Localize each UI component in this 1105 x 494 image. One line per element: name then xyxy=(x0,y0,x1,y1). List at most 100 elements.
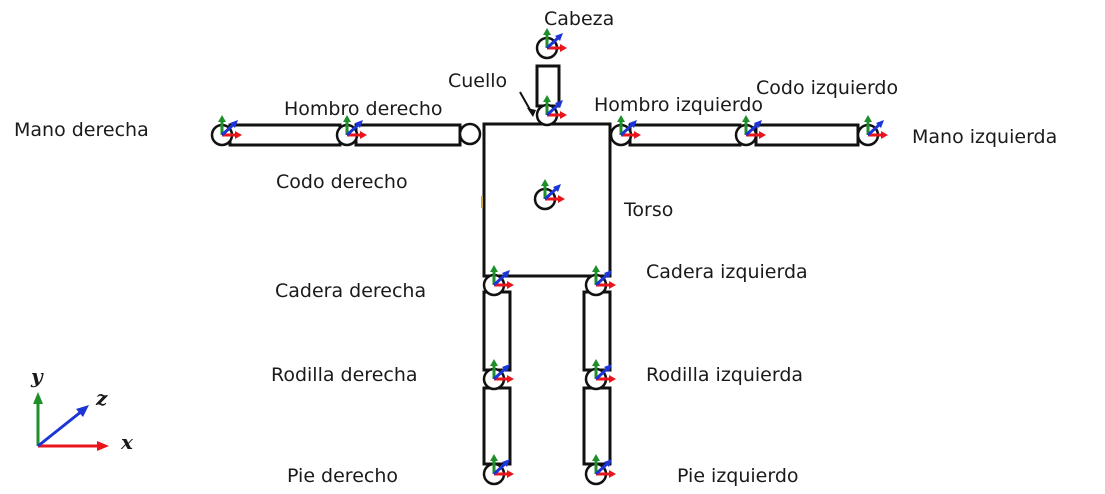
joint-hip-left xyxy=(584,265,616,297)
legend-x-arrowhead xyxy=(97,441,109,451)
label-elbow-left: Codo izquierdo xyxy=(756,77,899,99)
joint-z-axis-hip-right xyxy=(492,272,508,287)
joint-x-arrow-torso xyxy=(558,195,565,203)
label-hand-right: Mano derecha xyxy=(14,119,149,141)
joint-y-arrow-knee-left xyxy=(592,359,600,366)
joint-z-axis-shoulder-left xyxy=(619,122,635,137)
joint-x-arrow-hand-left xyxy=(881,131,888,139)
label-knee-right: Rodilla derecha xyxy=(271,364,418,386)
joint-knee-right xyxy=(482,359,514,391)
joint-x-arrow-elbow-right xyxy=(360,131,367,139)
joint-y-arrow-hip-left xyxy=(592,265,600,272)
joint-x-arrow-hip-right xyxy=(507,281,514,289)
joint-x-arrow-head xyxy=(560,44,567,52)
joint-x-arrow-elbow-left xyxy=(759,131,766,139)
joint-y-arrow-foot-right xyxy=(490,454,498,461)
joint-y-arrow-elbow-right xyxy=(343,115,351,122)
label-neck: Cuello xyxy=(448,70,508,92)
joint-z-arrow-hand-left xyxy=(876,120,884,128)
label-torso: Torso xyxy=(624,199,674,221)
joint-z-axis-knee-left xyxy=(594,366,610,381)
joint-foot-right xyxy=(482,454,514,486)
joint-x-arrow-hip-left xyxy=(609,281,616,289)
joint-markers xyxy=(210,28,888,486)
left-thigh xyxy=(582,290,612,372)
label-knee-left: Rodilla izquierda xyxy=(646,364,804,386)
joint-z-axis-torso xyxy=(543,186,559,201)
joint-z-arrow-hand-right xyxy=(230,120,238,128)
joint-z-axis-hand-left xyxy=(866,122,882,137)
joint-y-arrow-knee-right xyxy=(490,359,498,366)
right-forearm xyxy=(228,123,342,147)
joint-x-arrow-foot-left xyxy=(609,470,616,478)
label-head: Cabeza xyxy=(544,8,615,30)
joint-z-arrow-knee-right xyxy=(502,364,510,372)
joint-elbow-left xyxy=(734,115,766,147)
left-upper-arm xyxy=(628,123,742,147)
left-forearm xyxy=(754,123,860,147)
legend-z-label: z xyxy=(96,386,108,410)
joint-x-arrow-shoulder-left xyxy=(634,131,641,139)
joint-z-axis-hand-right xyxy=(220,122,236,137)
label-shoulder-left: Hombro izquierdo xyxy=(594,94,764,116)
joint-z-arrow-elbow-left xyxy=(754,120,762,128)
joint-z-axis-elbow-left xyxy=(744,122,760,137)
joint-neck xyxy=(535,95,567,127)
joint-y-arrow-elbow-left xyxy=(742,115,750,122)
joint-z-axis-neck xyxy=(545,102,561,117)
joint-z-arrow-elbow-right xyxy=(355,120,363,128)
label-hand-left: Mano izquierda xyxy=(912,126,1058,148)
legend-z-axis xyxy=(37,409,83,448)
joint-z-arrow-hip-right xyxy=(502,270,510,278)
joint-z-arrow-neck xyxy=(555,100,563,108)
right-shoulder-connector xyxy=(458,122,482,146)
joint-z-arrow-shoulder-left xyxy=(629,120,637,128)
label-shoulder-right: Hombro derecho xyxy=(284,98,443,120)
legend-z-arrowhead xyxy=(76,405,89,417)
label-foot-right: Pie derecho xyxy=(287,465,398,487)
label-hip-left: Cadera izquierda xyxy=(646,261,808,283)
joint-z-arrow-torso xyxy=(553,184,561,192)
joint-z-axis-elbow-right xyxy=(345,122,361,137)
joint-y-arrow-shoulder-left xyxy=(617,115,625,122)
joint-head xyxy=(535,28,567,60)
joint-x-arrow-neck xyxy=(560,111,567,119)
joint-shoulder-left xyxy=(609,115,641,147)
joint-z-axis-foot-left xyxy=(594,461,610,476)
joint-z-axis-head xyxy=(545,35,561,50)
joint-y-arrow-hand-left xyxy=(864,115,872,122)
joint-z-arrow-foot-right xyxy=(502,459,510,467)
joint-y-arrow-foot-left xyxy=(592,454,600,461)
joint-y-arrow-neck xyxy=(543,95,551,102)
label-foot-left: Pie izquierdo xyxy=(677,465,799,487)
joint-y-arrow-torso xyxy=(541,179,549,186)
joint-z-arrow-hip-left xyxy=(604,270,612,278)
label-elbow-right: Codo derecho xyxy=(276,171,408,193)
joint-y-arrow-hip-right xyxy=(490,265,498,272)
joint-z-arrow-knee-left xyxy=(604,364,612,372)
left-shin xyxy=(582,386,612,466)
joint-x-arrow-foot-right xyxy=(507,470,514,478)
joint-z-arrow-foot-left xyxy=(604,459,612,467)
joint-z-axis-hip-left xyxy=(594,272,610,287)
joint-foot-left xyxy=(584,454,616,486)
label-hip-right: Cadera derecha xyxy=(275,280,427,302)
joint-y-arrow-head xyxy=(543,28,551,35)
joint-y-arrow-hand-right xyxy=(218,115,226,122)
joint-hip-right xyxy=(482,265,514,297)
legend-y-arrowhead xyxy=(33,392,43,404)
joint-z-arrow-head xyxy=(555,33,563,41)
joint-hand-right xyxy=(210,115,242,147)
joint-elbow-right xyxy=(335,115,367,147)
joint-x-arrow-knee-left xyxy=(609,375,616,383)
joint-z-axis-knee-right xyxy=(492,366,508,381)
joint-x-arrow-hand-right xyxy=(235,131,242,139)
joint-torso xyxy=(533,179,565,211)
joint-hand-left xyxy=(856,115,888,147)
legend-y-label: y xyxy=(31,364,43,388)
joint-knee-left xyxy=(584,359,616,391)
right-upper-arm xyxy=(354,123,462,147)
legend-x-label: x xyxy=(121,430,133,454)
